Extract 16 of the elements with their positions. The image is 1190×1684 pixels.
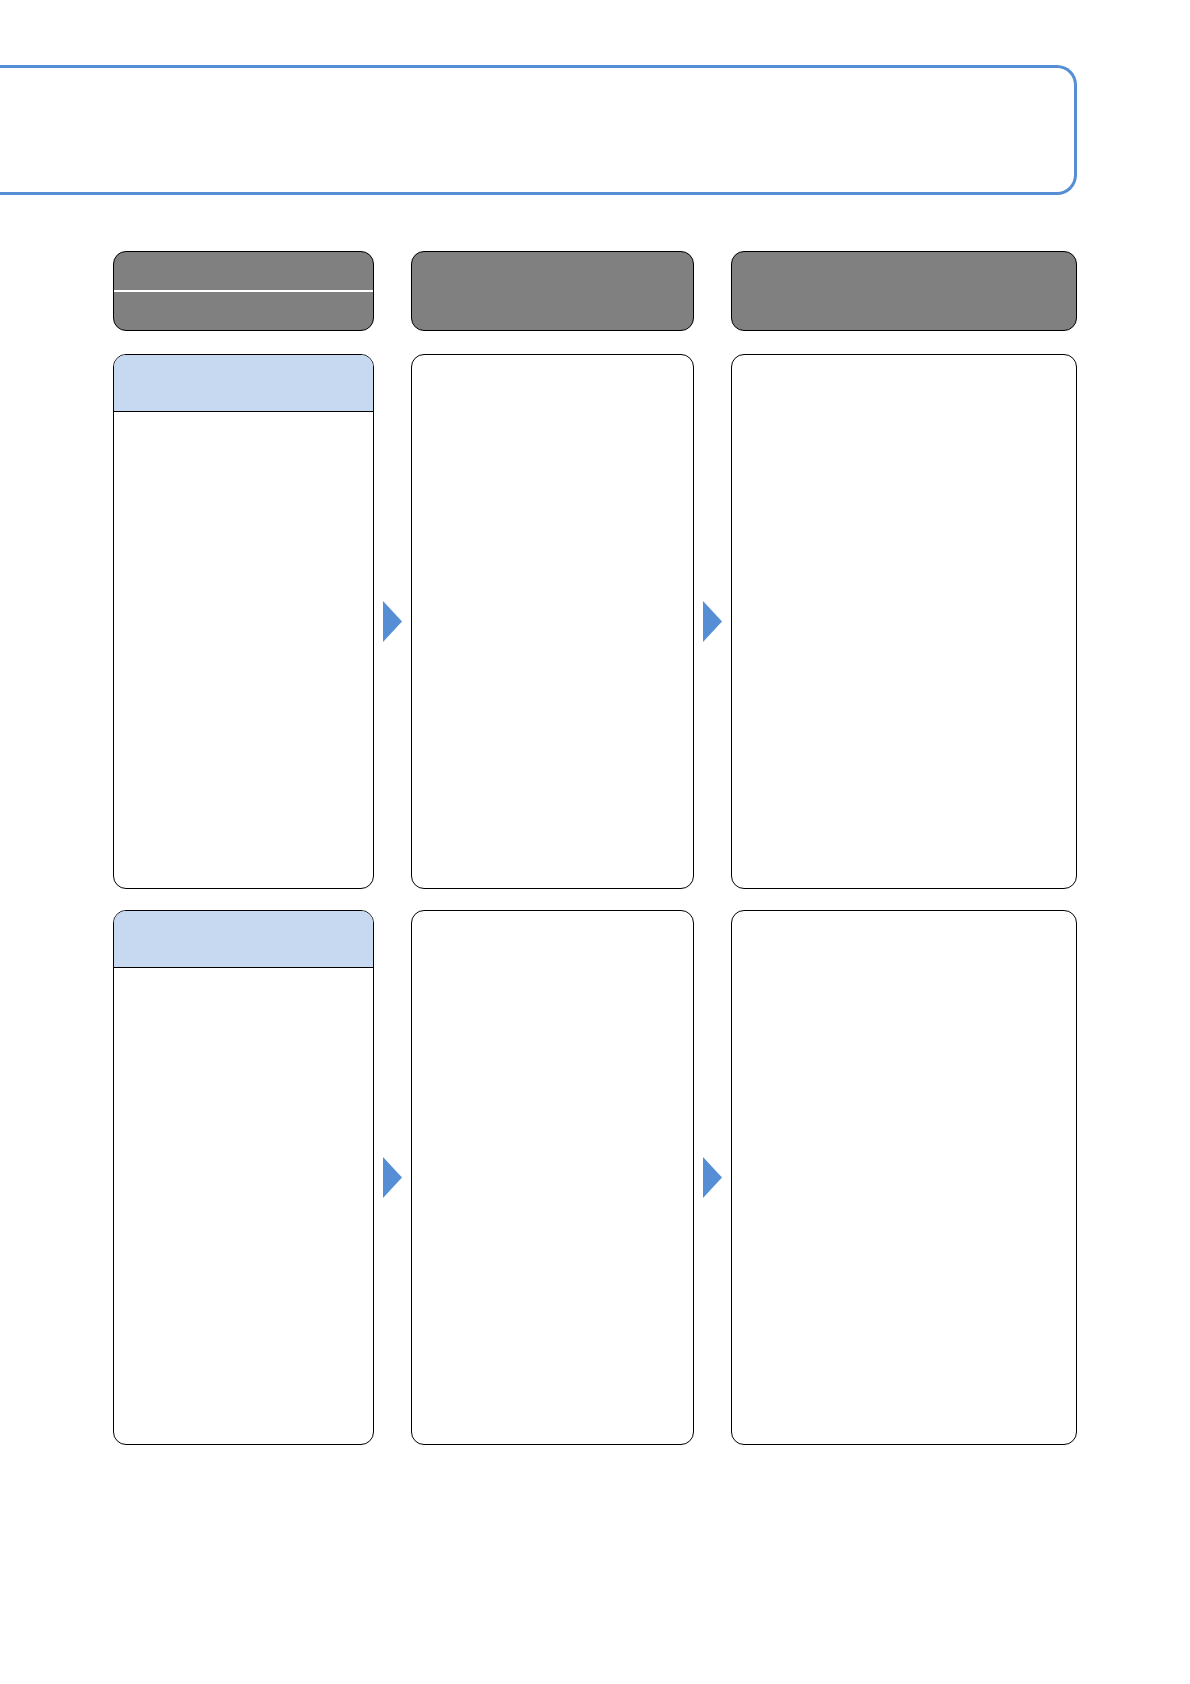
column-header — [113, 251, 374, 331]
arrow — [383, 1157, 402, 1198]
content-card — [113, 354, 374, 889]
content-card — [731, 354, 1077, 889]
content-card — [411, 354, 694, 889]
content-card — [731, 910, 1077, 1445]
arrow — [383, 601, 402, 642]
card-header-band — [114, 355, 373, 412]
column-header — [731, 251, 1077, 331]
column-header — [411, 251, 694, 331]
content-card — [411, 910, 694, 1445]
title-banner — [0, 65, 1077, 195]
card-header-band — [114, 911, 373, 968]
arrow — [703, 1157, 722, 1198]
arrow — [703, 601, 722, 642]
content-card — [113, 910, 374, 1445]
